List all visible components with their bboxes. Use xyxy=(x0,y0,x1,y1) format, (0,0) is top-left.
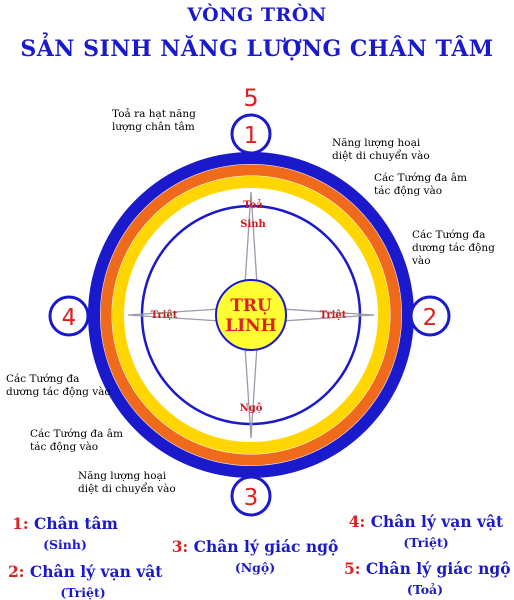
legend-sub: (Sinh) xyxy=(43,537,87,552)
legend-item-4: 4: Chân lý vạn vật (Triệt) xyxy=(348,512,504,550)
legend-item-5: 5: Chân lý giác ngộ (Toả) xyxy=(344,559,511,597)
horizontal-star-beam xyxy=(127,306,375,324)
title-line-2: SẢN SINH NĂNG LƯỢNG CHÂN TÂM xyxy=(20,36,494,62)
center-circle xyxy=(215,279,287,351)
note-line: tác động vào xyxy=(30,441,99,453)
title-line-1: VÒNG TRÒN xyxy=(187,4,327,26)
note-line: dương tác động vào xyxy=(412,242,495,267)
center-label-2: LINH xyxy=(225,316,277,336)
note-right-1: Năng lượng hoại diệt di chuyển vào xyxy=(332,137,430,163)
legend-item-1: 1: Chân tâm (Sinh) xyxy=(10,514,120,552)
node-bottom-number: 3 xyxy=(244,485,259,511)
legend-item-3: 3: Chân lý giác ngộ (Ngộ) xyxy=(170,537,340,575)
legend-item-2: 2: Chân lý vạn vật (Triệt) xyxy=(8,562,162,600)
note-line: Năng lượng hoại xyxy=(332,137,421,149)
node-left-number: 4 xyxy=(62,305,77,331)
note-line: tác động vào xyxy=(374,185,443,197)
note-left-3: Năng lượng hoại diệt di chuyển vào xyxy=(78,470,176,496)
legend-text: Chân lý vạn vật xyxy=(370,512,504,531)
legend-num: 5: xyxy=(344,559,361,578)
note-left-1: Các Tướng đa dương tác động vào xyxy=(6,373,111,399)
label-ngo: Ngộ xyxy=(240,403,263,414)
label-triet-right: Triệt xyxy=(320,310,347,321)
label-triet-left: Triệt xyxy=(151,310,178,321)
note-top-left: Toả ra hạt năng lượng chân tâm xyxy=(112,108,196,134)
node-left xyxy=(48,295,90,337)
note-left-2: Các Tướng đa âm tác động vào xyxy=(30,428,123,454)
center-label-1: TRỤ xyxy=(230,296,272,316)
orange-ring xyxy=(100,164,402,466)
note-line: Các Tướng đa xyxy=(6,373,80,385)
node-bottom xyxy=(230,475,272,517)
note-line: dương tác động vào xyxy=(6,386,111,398)
node-top-number: 1 xyxy=(244,123,259,149)
node-right-number: 2 xyxy=(423,305,438,331)
legend-num: 3: xyxy=(171,537,189,556)
label-toa: Toả xyxy=(243,200,263,211)
note-line: Năng lượng hoại xyxy=(78,470,167,482)
note-line: diệt di chuyển vào xyxy=(78,483,176,495)
legend-num: 2: xyxy=(8,562,25,581)
note-right-2: Các Tướng đa âm tác động vào xyxy=(374,172,467,198)
top-number-5: 5 xyxy=(243,84,258,112)
vertical-star-beam xyxy=(242,191,260,439)
node-right xyxy=(409,295,451,337)
note-line: Các Tướng đa âm xyxy=(374,172,467,184)
legend-sub: (Triệt) xyxy=(60,585,106,600)
legend-sub: (Triệt) xyxy=(403,535,449,550)
legend-num: 1: xyxy=(12,514,29,533)
note-line: diệt di chuyển vào xyxy=(332,150,430,162)
legend-text: Chân lý vạn vật xyxy=(29,562,163,581)
legend-text: Chân tâm xyxy=(34,514,118,533)
yellow-ring xyxy=(112,176,390,454)
label-sinh: Sinh xyxy=(240,219,266,230)
note-line: Các Tướng đa âm xyxy=(30,428,123,440)
note-line: lượng chân tâm xyxy=(112,121,195,133)
legend-sub: (Toả) xyxy=(406,582,444,597)
note-line: Các Tướng đa xyxy=(412,229,486,241)
node-top xyxy=(230,113,272,155)
inner-blue-ring xyxy=(140,204,362,426)
legend-sub: (Ngộ) xyxy=(234,560,276,575)
note-right-3: Các Tướng đa dương tác động vào xyxy=(412,229,514,268)
legend-text: Chân lý giác ngộ xyxy=(193,537,339,556)
note-line: Toả ra hạt năng xyxy=(112,108,196,120)
legend-num: 4: xyxy=(348,512,366,531)
legend-text: Chân lý giác ngộ xyxy=(365,559,511,578)
outer-blue-ring xyxy=(88,152,414,478)
